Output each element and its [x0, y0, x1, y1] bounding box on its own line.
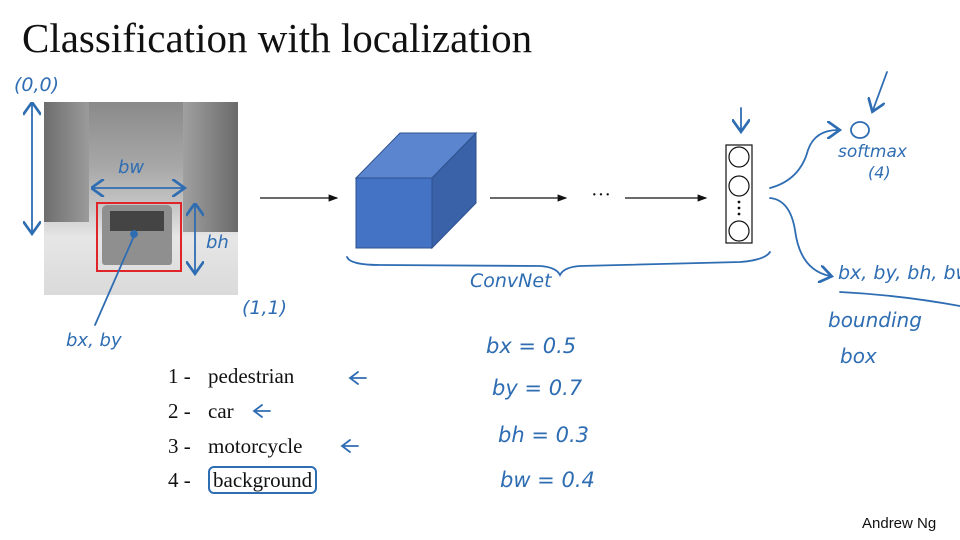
center-label: bx, by [66, 330, 122, 351]
softmax-count: (4) [868, 163, 891, 182]
bbox-caption-1: bounding [828, 308, 922, 332]
bounding-box [96, 202, 182, 272]
value-bx: bx = 0.5 [486, 334, 577, 358]
handwritten-annotations [32, 71, 960, 453]
output-layer [725, 144, 753, 244]
class-number: 1 - [168, 364, 191, 388]
value-bw: bw = 0.4 [500, 468, 595, 492]
class-number: 2 - [168, 399, 191, 423]
value-bh: bh = 0.3 [498, 423, 589, 447]
corner-label: (1,1) [242, 297, 288, 319]
slide-title: Classification with localization [22, 15, 533, 61]
class-item-2: 2 - car [168, 399, 234, 424]
bbox-outputs: bx, by, bh, bw [838, 262, 960, 284]
softmax-label: softmax [838, 142, 907, 162]
convnet-label: ConvNet [470, 270, 552, 292]
class-label: pedestrian [208, 364, 295, 388]
class-label: car [208, 399, 234, 423]
class-label: background [208, 466, 318, 494]
origin-label: (0,0) [14, 74, 60, 96]
bbox-caption-2: box [840, 344, 877, 368]
class-number: 4 - [168, 468, 191, 492]
height-label: bh [206, 232, 229, 253]
class-item-3: 3 - motorcycle [168, 434, 302, 459]
value-by: by = 0.7 [492, 376, 583, 400]
trees-left [44, 102, 89, 222]
convnet-cube [354, 131, 478, 250]
ellipsis: ··· [591, 184, 611, 206]
width-label: bw [118, 157, 145, 178]
class-number: 3 - [168, 434, 191, 458]
author-footer: Andrew Ng [862, 515, 937, 532]
class-label: motorcycle [208, 434, 303, 458]
car-window [110, 211, 164, 231]
class-item-4: 4 - background [168, 466, 318, 494]
class-item-1: 1 - pedestrian [168, 364, 294, 389]
